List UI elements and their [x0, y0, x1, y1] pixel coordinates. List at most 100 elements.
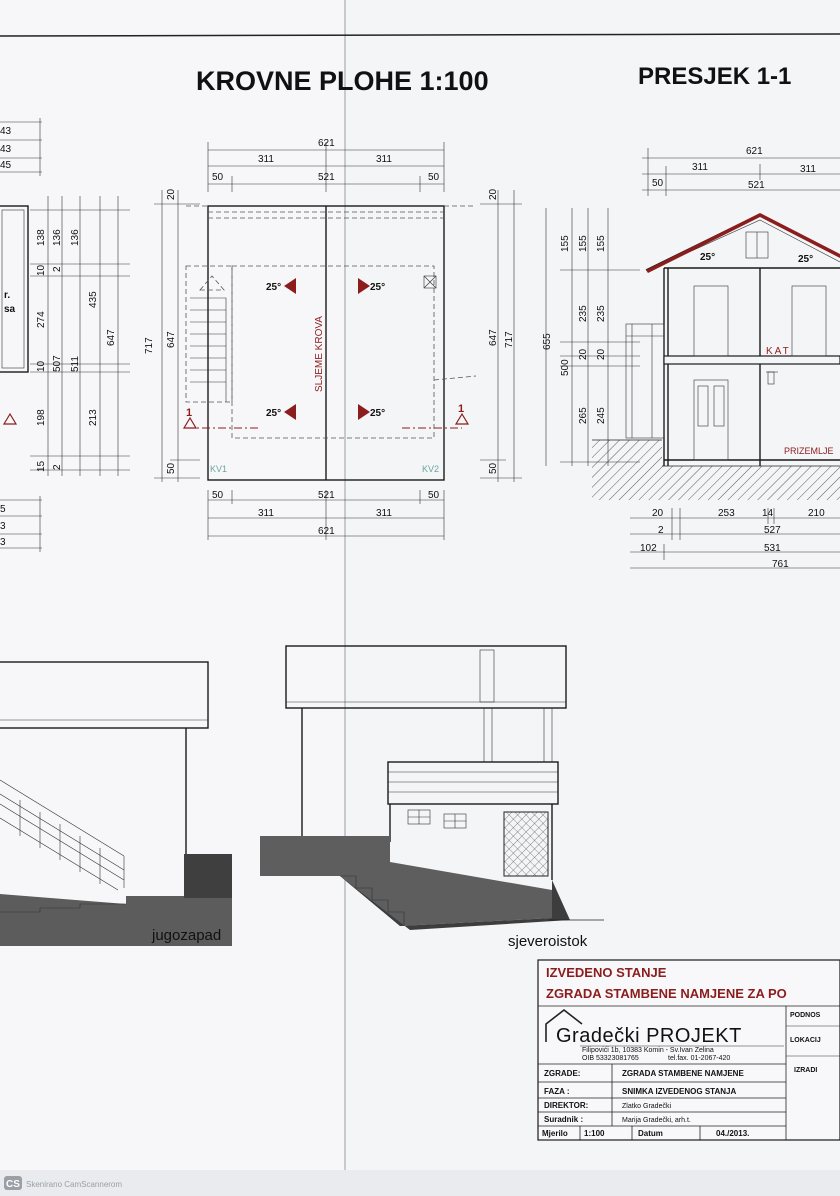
tb-direktor-label: DIREKTOR: — [544, 1101, 588, 1110]
ridge-label: SLJEME KROVA — [314, 316, 325, 392]
side-top-1: 43 — [0, 126, 12, 137]
title-block: IZVEDENO STANJE ZGRADA STAMBENE NAMJENE … — [537, 959, 840, 1141]
sec-top-right: 311 — [800, 164, 816, 175]
sec-b1-20: 20 — [652, 508, 664, 519]
sec-dim-155c: 155 — [596, 235, 607, 252]
slope-arrow-tl — [284, 278, 296, 294]
lf-dim-10b: 10 — [36, 360, 47, 372]
rp-left-bottom: 50 — [166, 462, 177, 474]
sec-top-edge: 50 — [652, 178, 664, 189]
rp-top-mid: 521 — [318, 172, 335, 183]
sec-total-b: 500 — [560, 359, 571, 376]
sec-b3-102: 102 — [640, 543, 657, 554]
left-fragment: 43 43 45 r. sa 138 136 136 10 2 274 435 … — [0, 118, 130, 552]
side-bottom-2: 3 — [0, 521, 6, 532]
slope-arrow-br — [358, 404, 370, 420]
lf-dim-507: 507 — [52, 355, 63, 372]
sec-dim-155a: 155 — [560, 235, 571, 252]
scanner-watermark: CS Skenirano CamScannerom — [4, 1176, 122, 1190]
lf-dim-2a: 2 — [52, 266, 63, 272]
tb-company: Gradečki PROJEKT — [556, 1025, 742, 1047]
tb-oib: OIB 53323081765 — [582, 1055, 639, 1062]
tb-zgrade-value: ZGRADA STAMBENE NAMJENE — [622, 1069, 744, 1078]
kv1-label: KV1 — [210, 464, 227, 474]
slope-label-br: 25° — [370, 408, 385, 419]
rp-top-total: 621 — [318, 138, 335, 149]
slope-label-tr: 25° — [370, 282, 385, 293]
lf-dim-647: 647 — [106, 329, 117, 346]
rp-right-inner: 647 — [488, 329, 499, 346]
sec-dim-235a: 235 — [578, 305, 589, 322]
rp-top-edge-right: 50 — [428, 172, 440, 183]
section-num-right: 1 — [458, 403, 464, 415]
rp-right-outer: 717 — [504, 331, 515, 348]
sec-dim-265: 265 — [578, 407, 589, 424]
lf-dim-136b: 136 — [70, 229, 81, 246]
sec-b3-531: 531 — [764, 543, 781, 554]
lf-dim-198: 198 — [36, 409, 47, 426]
rp-right-top: 20 — [488, 188, 499, 200]
lf-dim-435: 435 — [88, 291, 99, 308]
lf-dim-511: 511 — [70, 356, 81, 372]
tb-mjerilo-label: Mjerilo — [542, 1129, 568, 1138]
side-bottom-3: 3 — [0, 537, 6, 548]
lf-dim-274: 274 — [36, 311, 47, 328]
sec-total-a: 655 — [542, 333, 553, 350]
tb-address: Filipovići 1b, 10383 Komin - Sv.Ivan Zel… — [582, 1047, 714, 1054]
floor-label-ground: PRIZEMLJE — [784, 446, 834, 456]
rp-top-left: 311 — [258, 154, 274, 165]
tb-side2: LOKACIJ — [790, 1037, 821, 1044]
lf-dim-136a: 136 — [52, 229, 63, 246]
sec-b2-2: 2 — [658, 525, 664, 536]
sec-top-total: 621 — [746, 146, 763, 157]
bottom-edge — [0, 1170, 840, 1196]
rp-bottom-edge-right: 50 — [428, 490, 440, 501]
rp-left-top: 20 — [166, 188, 177, 200]
section-drawing: 621 311 311 50 521 155 155 155 235 235 2… — [542, 146, 840, 570]
sec-b1-14: 14 — [762, 508, 774, 519]
tb-mjerilo-value: 1:100 — [584, 1129, 605, 1138]
floor-label-upper: KAT — [766, 346, 791, 357]
tb-tel: tel.fax. 01-2067-420 — [668, 1055, 730, 1062]
label-southwest: jugozapad — [151, 927, 221, 944]
tb-line1: IZVEDENO STANJE — [546, 965, 667, 980]
side-bottom-1: 5 — [0, 504, 6, 515]
sec-b2-527: 527 — [764, 525, 781, 536]
roof-title: KROVNE PLOHE 1:100 — [196, 66, 489, 96]
company-logo-house — [545, 1008, 583, 1042]
roof-plan: 621 311 311 50 521 50 717 647 20 50 717 … — [144, 138, 522, 540]
slope-label-bl: 25° — [266, 408, 281, 419]
rp-left-outer: 717 — [144, 337, 155, 354]
tb-suradnik-value: Marija Gradečki, arh.t. — [622, 1117, 691, 1124]
sec-slope-left: 25° — [700, 252, 715, 263]
sec-top-left: 311 — [692, 162, 708, 173]
side-top-2: 43 — [0, 144, 12, 155]
lf-section-marker — [2, 412, 18, 425]
tb-direktor-value: Zlatko Gradečki — [622, 1103, 671, 1110]
sec-b1-253: 253 — [718, 508, 735, 519]
lf-dim-15: 15 — [36, 460, 47, 472]
sec-b1-210: 210 — [808, 508, 825, 519]
scanner-badge: CS — [6, 1179, 20, 1190]
side-top-3: 45 — [0, 160, 12, 171]
sec-dim-20a: 20 — [578, 348, 589, 360]
scanner-text: Skenirano CamScannerom — [26, 1180, 122, 1189]
sheet-top-border — [0, 33, 840, 37]
lf-dim-10a: 10 — [36, 264, 47, 276]
paper-left — [0, 0, 345, 1196]
tb-faza-value: SNIMKA IZVEDENOG STANJA — [622, 1087, 736, 1096]
sec-dim-245: 245 — [596, 407, 607, 424]
lf-dim-138: 138 — [36, 229, 47, 246]
elevation-southwest: jugozapad — [0, 661, 232, 946]
slope-arrow-tr — [358, 278, 370, 294]
slope-arrow-bl — [284, 404, 296, 420]
tb-zgrade-label: ZGRADE: — [544, 1069, 580, 1078]
tb-side1: PODNOS — [790, 1012, 821, 1019]
rp-bottom-total: 621 — [318, 526, 335, 537]
sec-slope-right: 25° — [798, 254, 813, 265]
rp-bottom-right: 311 — [376, 508, 392, 519]
rp-top-edge-left: 50 — [212, 172, 224, 183]
note-1: r. — [4, 290, 10, 301]
section-title: PRESJEK 1-1 — [638, 63, 791, 90]
